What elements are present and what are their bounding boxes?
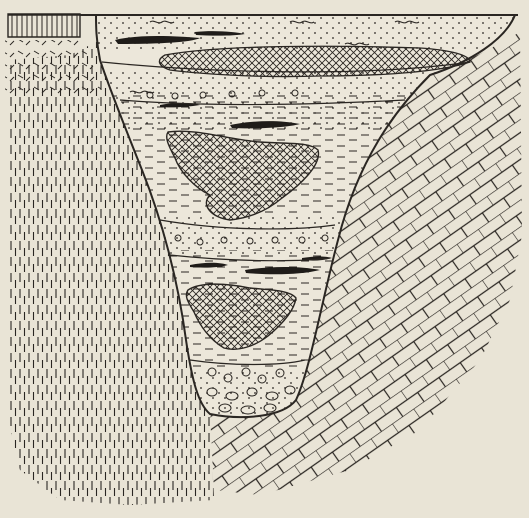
- caprock-block: [8, 14, 80, 37]
